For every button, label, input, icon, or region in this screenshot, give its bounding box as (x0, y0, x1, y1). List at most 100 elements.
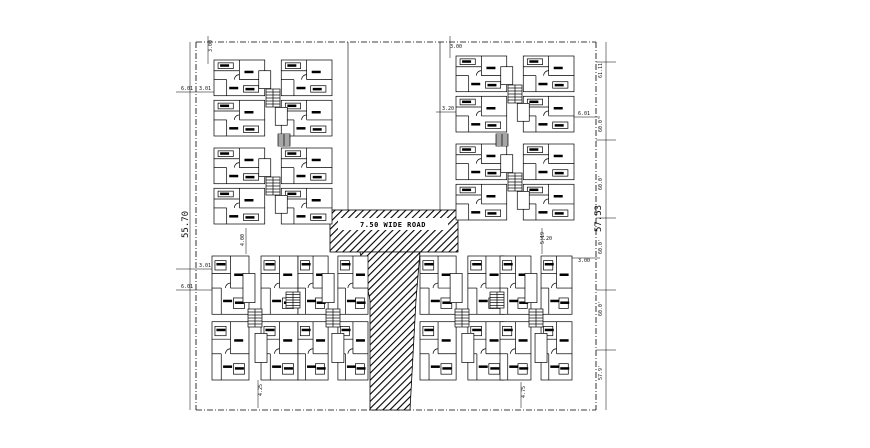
door-swing (301, 114, 307, 120)
room-label-mark (229, 215, 239, 218)
left-offset-1b: 3.01 (199, 86, 211, 92)
room-label-mark (489, 339, 499, 342)
room-label-mark (478, 365, 488, 368)
room-label-mark (486, 66, 496, 70)
room-label-mark (356, 301, 366, 304)
room-label-mark (538, 123, 548, 126)
right-top-small-dim: 3.20 (442, 106, 454, 112)
room-label-mark (287, 192, 297, 196)
room-label-mark (486, 194, 496, 198)
corridor (274, 107, 288, 126)
room-label-mark (487, 83, 497, 87)
room-label-mark (220, 152, 230, 155)
room-label-mark (244, 70, 254, 74)
left-offset-1: 6.01 (181, 86, 193, 92)
room-label-mark (553, 106, 563, 110)
room-label-mark (301, 262, 311, 266)
room-label-mark (471, 123, 481, 126)
room-label-mark (316, 339, 326, 342)
door-swing (301, 162, 307, 168)
door-swing (510, 348, 516, 354)
room-label-mark (560, 367, 570, 370)
room-label-mark (529, 60, 539, 63)
room-label-mark (283, 339, 293, 342)
room-label-mark (312, 128, 322, 131)
room-label-mark (311, 70, 321, 74)
room-label-mark (307, 299, 317, 303)
room-label-mark (311, 158, 321, 162)
room-label-mark (529, 188, 539, 192)
door-swing (480, 348, 486, 354)
room-label-mark (462, 148, 472, 151)
room-label-mark (462, 100, 472, 104)
room-label-mark (490, 367, 500, 370)
room-label-mark (430, 299, 440, 303)
room-label-mark (245, 175, 255, 179)
room-label-mark (341, 262, 351, 266)
room-label-mark (245, 87, 255, 91)
corridor (274, 195, 288, 214)
room-label-mark (487, 124, 497, 127)
door-swing (476, 110, 482, 116)
building-blocks (211, 55, 575, 381)
door-swing (347, 348, 353, 354)
corridor (449, 273, 463, 303)
room-label-mark (229, 86, 239, 90)
gap-right-dim: 5.19 (540, 232, 546, 244)
door-swing (476, 70, 482, 76)
corridor (321, 273, 335, 303)
road-band (329, 209, 459, 253)
room-label-mark (544, 262, 554, 266)
door-swing (432, 282, 439, 289)
door-swing (480, 282, 486, 289)
room-label-mark (487, 212, 497, 215)
room-label-mark (296, 127, 306, 130)
right-mid-small-dim: 3.20 (540, 236, 552, 242)
door-swing (234, 202, 240, 208)
room-label-mark (346, 299, 356, 303)
room-label-mark (486, 154, 496, 158)
room-label-mark (229, 127, 239, 130)
room-label-mark (316, 367, 326, 370)
door-swing (432, 348, 439, 354)
room-label-mark (216, 262, 226, 266)
corridor (331, 333, 345, 363)
right-dim-6: 57.9' (598, 365, 604, 380)
room-label-mark (538, 211, 548, 214)
door-swing (551, 348, 557, 354)
corridor (242, 273, 256, 303)
room-label-mark (356, 367, 366, 370)
room-label-mark (287, 64, 297, 67)
top-left-setback: 3.00 (208, 40, 214, 52)
room-label-mark (265, 262, 275, 266)
room-label-mark (296, 215, 306, 218)
corridor (500, 154, 514, 173)
room-label-mark (424, 328, 434, 332)
room-label-mark (287, 152, 297, 155)
room-label-mark (312, 175, 322, 179)
road-label: 7.50 WIDE ROAD (360, 221, 426, 229)
door-swing (307, 282, 314, 289)
room-label-mark (355, 273, 365, 276)
room-label-mark (272, 365, 282, 368)
corridor (258, 158, 272, 177)
mid-right-dim: 6.01 (578, 111, 590, 117)
room-label-mark (472, 328, 482, 332)
room-label-mark (554, 124, 564, 127)
room-label-mark (316, 301, 326, 304)
room-label-mark (272, 299, 282, 303)
door-swing (476, 158, 482, 164)
room-label-mark (220, 64, 230, 67)
door-swing (234, 114, 240, 120)
room-label-mark (509, 299, 519, 303)
driveway-hatched-strip (359, 251, 421, 411)
room-label-mark (518, 339, 528, 342)
room-label-mark (553, 154, 563, 158)
driveway-lines (347, 42, 441, 210)
corridor (516, 103, 530, 122)
room-label-mark (503, 262, 513, 266)
room-label-mark (503, 328, 513, 332)
right-dim-4: 60.0' (598, 239, 604, 254)
right-dim-2: 60.0' (598, 117, 604, 132)
